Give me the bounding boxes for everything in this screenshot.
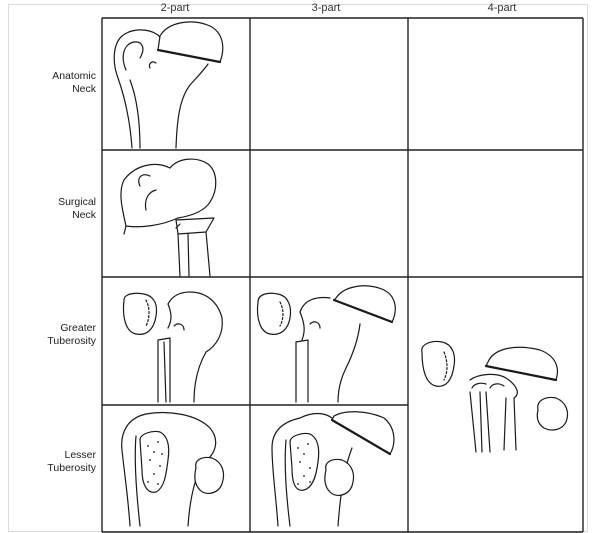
- illustration-greater-tuberosity-3-part: [258, 286, 396, 402]
- illustration-4-part: [422, 341, 568, 452]
- illustration-surgical-neck-2-part: [121, 159, 216, 276]
- illustration-greater-tuberosity-2-part: [124, 292, 223, 402]
- illustration-anatomic-neck-2-part: [114, 22, 223, 148]
- grid-lines: [102, 18, 583, 532]
- illustration-lesser-tuberosity-2-part: [122, 413, 224, 526]
- illustration-lesser-tuberosity-3-part: [272, 412, 394, 526]
